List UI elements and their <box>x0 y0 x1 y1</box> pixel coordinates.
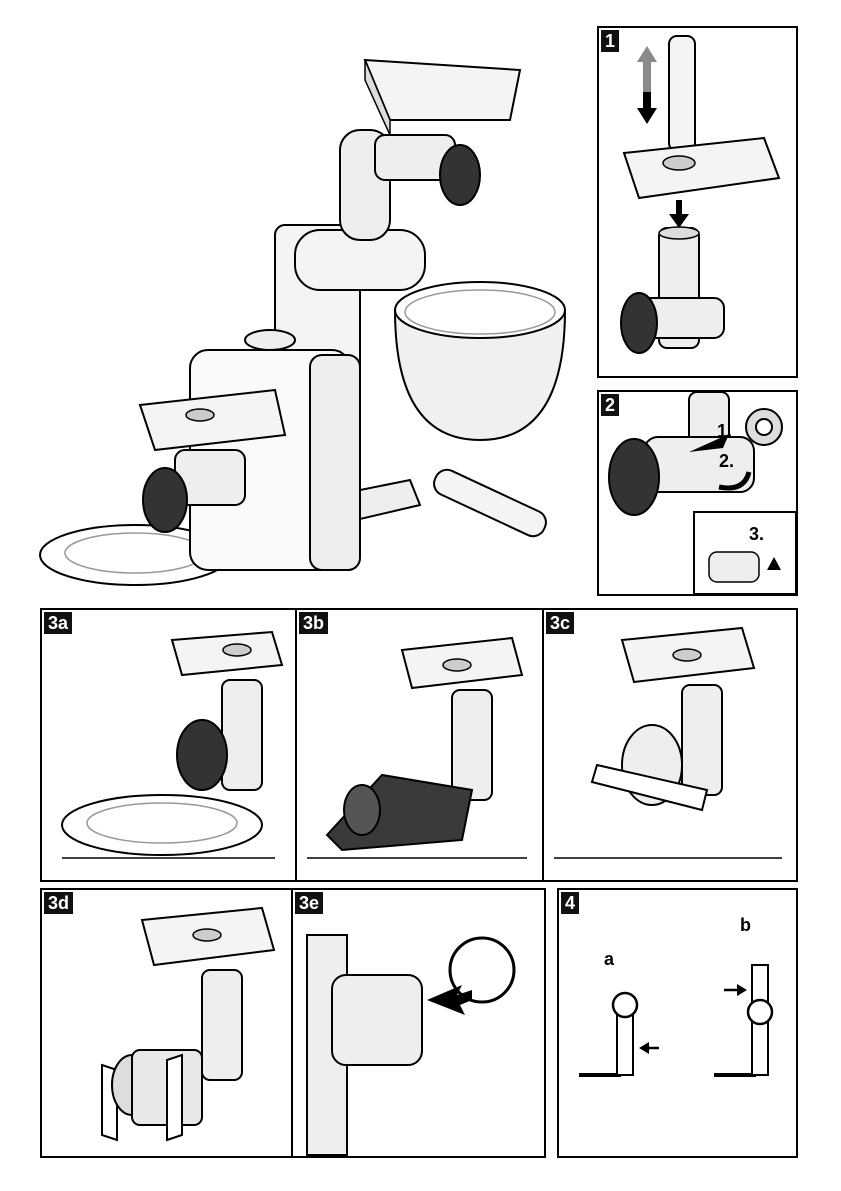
panel-3b-badge: 3b <box>299 612 328 634</box>
panel-row-3abc-drawing <box>42 610 796 880</box>
panel-4: 4 a b <box>557 888 798 1158</box>
panel-4-diagram-b <box>714 965 772 1075</box>
panel-1: 1 <box>597 26 798 378</box>
panel-3b-drawing <box>307 638 527 858</box>
panel-3e-drawing <box>307 935 514 1155</box>
hero-illustration <box>20 10 590 590</box>
panel-2-drawing: 1. 2. 3. <box>599 392 796 594</box>
panel-2-step-3: 3. <box>749 524 764 544</box>
panel-3c-badge: 3c <box>546 612 574 634</box>
divider-3b-3c <box>542 610 544 880</box>
panel-2-step-1: 1. <box>717 421 732 441</box>
panel-4-diagram-a <box>579 993 659 1075</box>
panel-row-3de-drawing <box>42 890 544 1156</box>
panel-3c-drawing <box>554 628 782 858</box>
panel-4-letter-a: a <box>604 949 615 969</box>
panel-3a-drawing <box>62 632 282 858</box>
hero-drawing <box>20 10 590 590</box>
divider-3a-3b <box>295 610 297 880</box>
panel-4-badge: 4 <box>561 892 579 914</box>
panel-1-badge: 1 <box>601 30 619 52</box>
panel-row-3de: 3d 3e <box>40 888 546 1158</box>
divider-3d-3e <box>291 890 293 1156</box>
panel-3d-drawing <box>102 908 274 1140</box>
panel-2-badge: 2 <box>601 394 619 416</box>
panel-3e-badge: 3e <box>295 892 323 914</box>
panel-3d-badge: 3d <box>44 892 73 914</box>
panel-4-drawing: a b <box>559 890 796 1156</box>
panel-row-3abc: 3a 3b 3c <box>40 608 798 882</box>
panel-3a-badge: 3a <box>44 612 72 634</box>
panel-2: 2 1. 2. 3. <box>597 390 798 596</box>
panel-4-letter-b: b <box>740 915 751 935</box>
panel-1-drawing <box>599 28 796 376</box>
panel-2-step-2: 2. <box>719 451 734 471</box>
